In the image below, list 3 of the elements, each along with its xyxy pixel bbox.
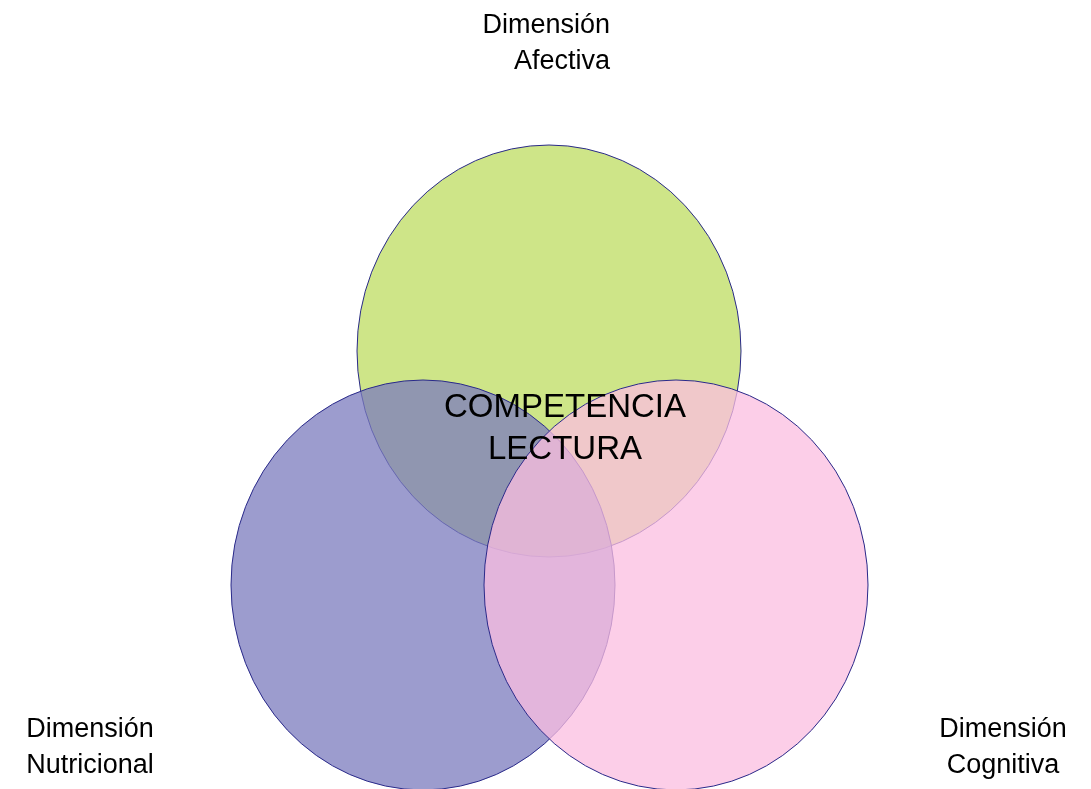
circle-heading: Dimensión Nutricional: [25, 712, 155, 781]
circle-heading: Dimensión Afectiva: [481, 8, 610, 77]
circle-heading: Dimensión Cognitiva: [938, 712, 1068, 781]
